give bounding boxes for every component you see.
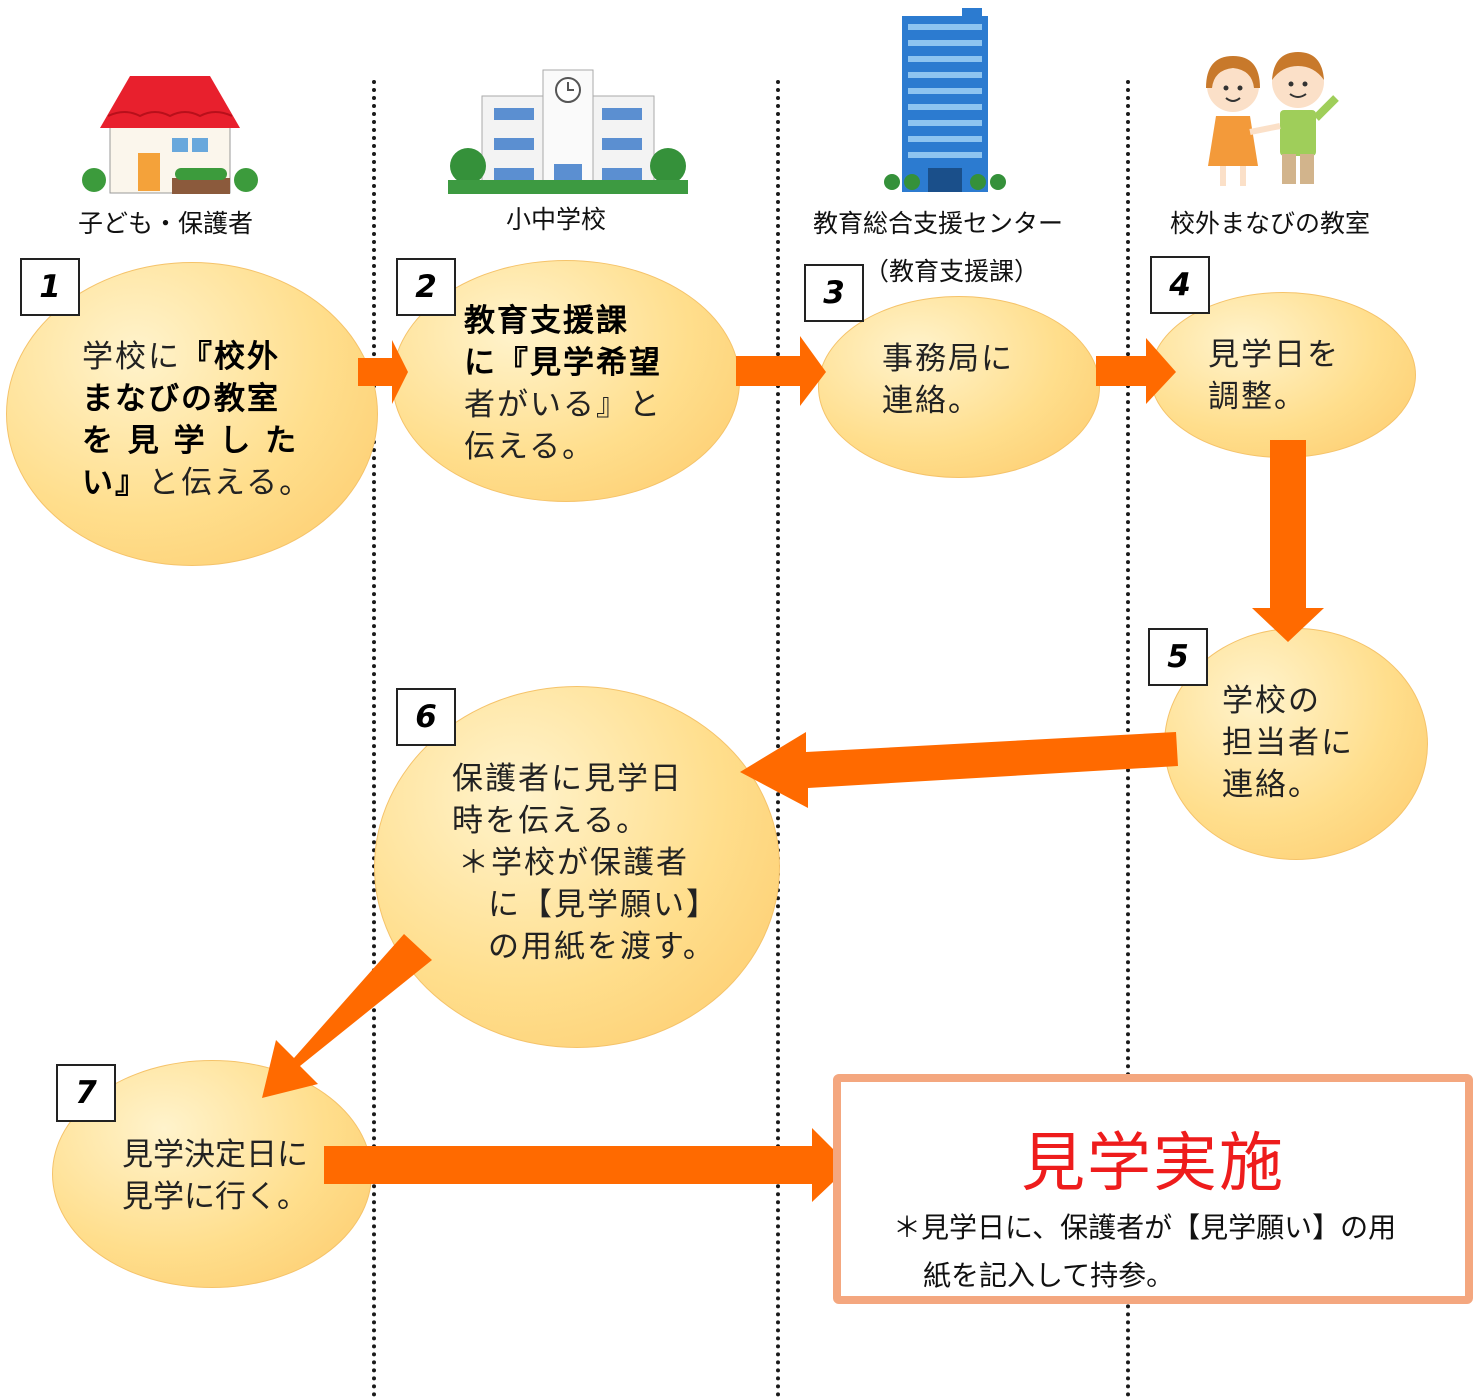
arrow-2-to-3 bbox=[736, 336, 826, 406]
step-6-number: 6 bbox=[396, 688, 456, 746]
step-6-text: 保護者に見学日 時を伝える。 ＊学校が保護者 に【見学願い】 の用紙を渡す。 bbox=[452, 761, 719, 965]
actor-label-center: 教育総合支援センター bbox=[813, 209, 1064, 238]
arrow-3-to-4 bbox=[1096, 338, 1176, 404]
actor-label-school: 小中学校 bbox=[506, 205, 607, 234]
step-2-text: 教育支援課 に『見学希望 者がいる』と 伝える。 bbox=[464, 303, 662, 465]
step-5-text: 学校の 担当者に 連絡。 bbox=[1222, 683, 1354, 803]
arrow-4-to-5 bbox=[1252, 440, 1324, 642]
step-7-number: 7 bbox=[56, 1064, 116, 1122]
step-4-number: 4 bbox=[1150, 256, 1210, 314]
step-2-number: 2 bbox=[396, 258, 456, 316]
step-3-number: 3 bbox=[804, 264, 864, 322]
school-building-icon bbox=[448, 69, 688, 194]
step-5-bubble bbox=[1164, 628, 1428, 860]
lane-divider-2 bbox=[776, 80, 780, 1398]
step-1-text: 学校に『校外 まなびの教室 を 見 学 し た い』と伝える。 bbox=[82, 339, 313, 501]
step-3-text: 事務局に 連絡。 bbox=[882, 341, 1014, 419]
office-tower-icon bbox=[884, 8, 1006, 192]
step-3-bubble bbox=[818, 296, 1100, 478]
step-4-bubble bbox=[1150, 292, 1416, 458]
step-4-text: 見学日を 調整。 bbox=[1208, 337, 1340, 415]
children-holding-hands-icon bbox=[1206, 52, 1339, 186]
final-title: 見学実施 bbox=[1021, 1127, 1285, 1201]
step-7-text: 見学決定日に 見学に行く。 bbox=[122, 1137, 308, 1215]
actor-label-center-sub: （教育支援課） bbox=[864, 257, 1040, 286]
step-6-bubble bbox=[374, 686, 780, 1048]
arrow-5-to-6 bbox=[740, 732, 1178, 808]
arrow-6-to-7 bbox=[262, 934, 432, 1098]
house-icon bbox=[82, 76, 258, 194]
actor-label-parent: 子ども・保護者 bbox=[78, 209, 254, 238]
final-box: 見学実施 ＊見学日に、保護者が【見学願い】の用 紙を記入して持参。 bbox=[833, 1074, 1473, 1304]
actor-label-classroom: 校外まなびの教室 bbox=[1170, 209, 1371, 238]
arrow-1-to-2 bbox=[358, 340, 408, 404]
lane-divider-1 bbox=[372, 80, 376, 1398]
step-5-number: 5 bbox=[1148, 628, 1208, 686]
arrow-7-to-final bbox=[324, 1128, 850, 1202]
step-1-number: 1 bbox=[20, 258, 80, 316]
final-note: ＊見学日に、保護者が【見学願い】の用 紙を記入して持参。 bbox=[893, 1211, 1397, 1292]
